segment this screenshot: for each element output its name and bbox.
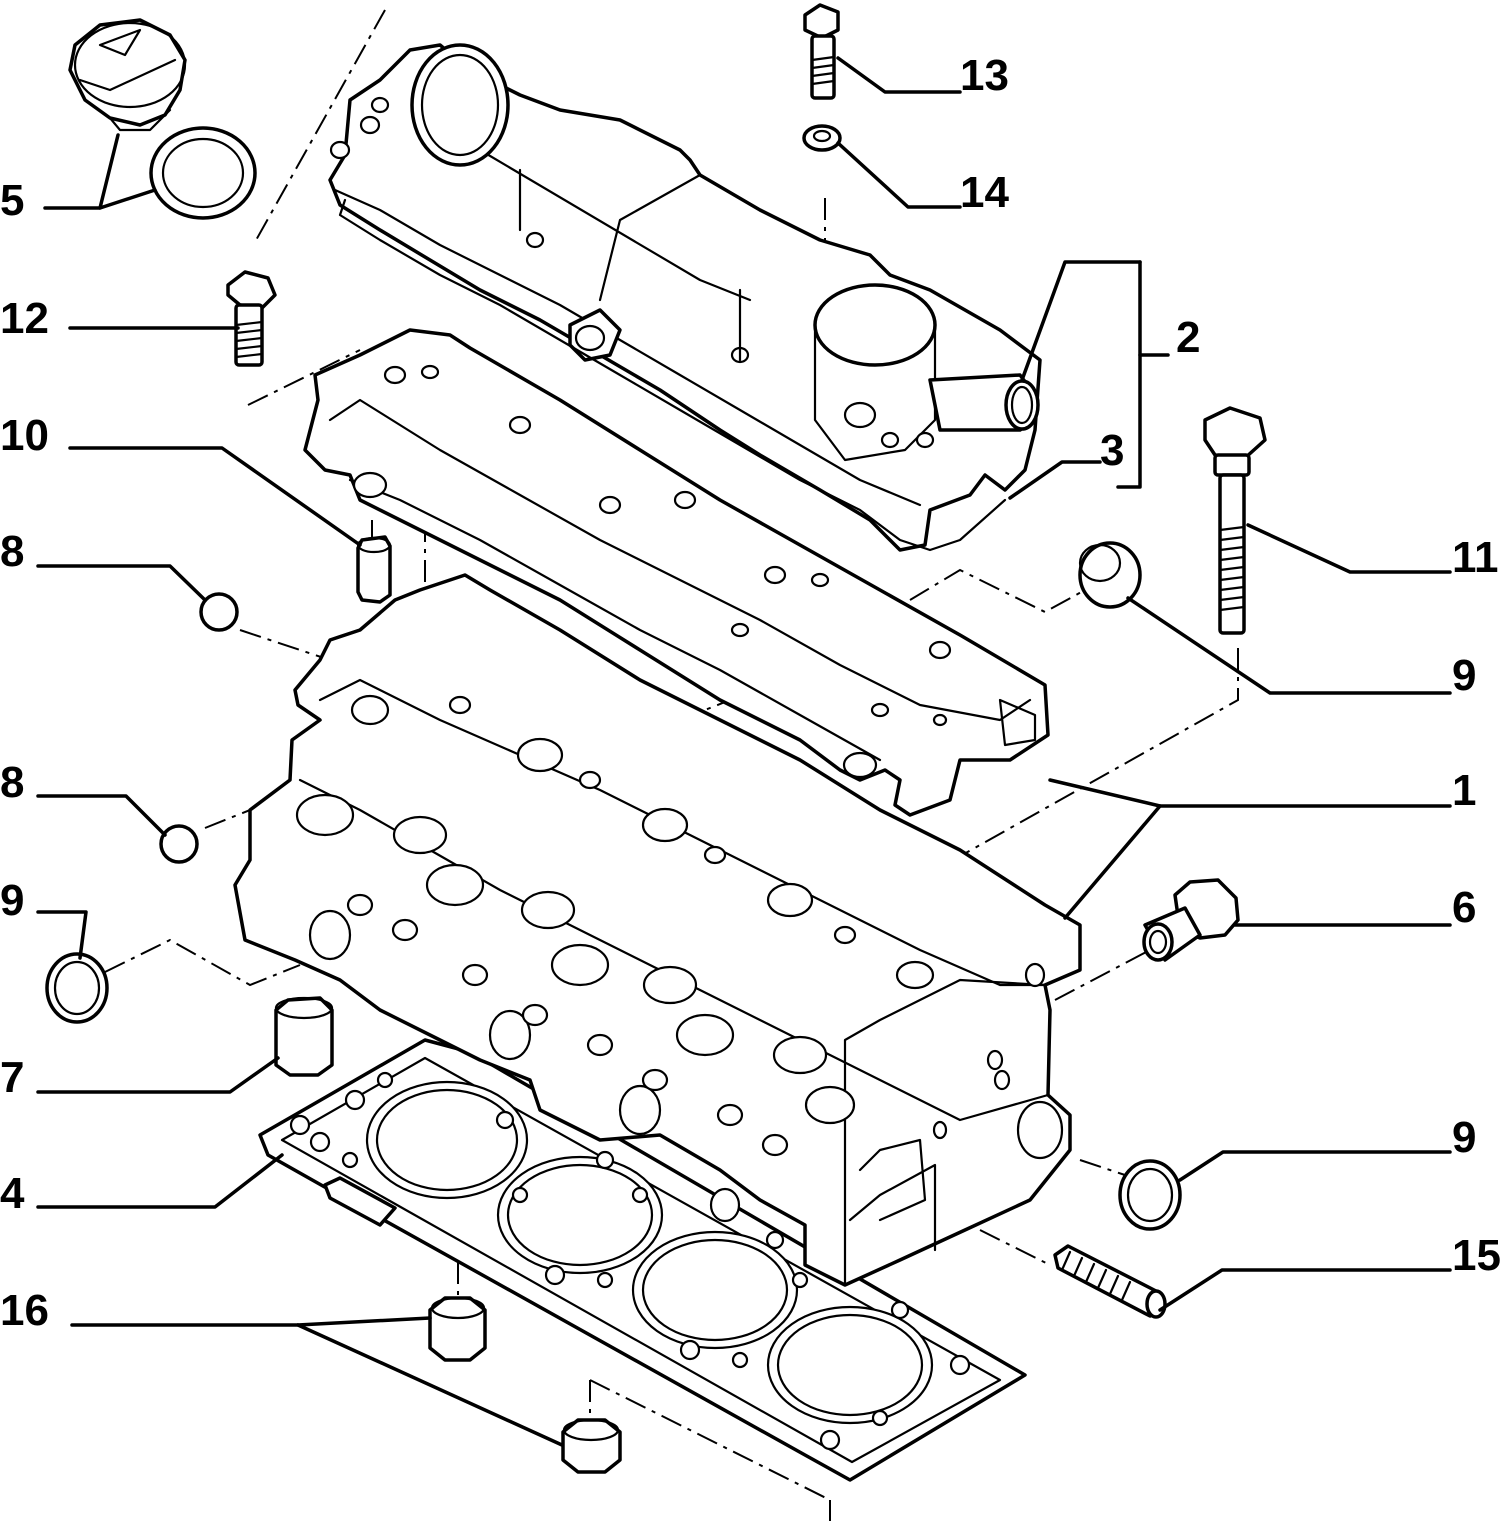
dowel-10 [356,535,392,604]
seal-9-right [1118,1159,1182,1231]
leader-lines [36,56,1452,1447]
plug-8-upper [199,592,239,632]
valve-cover [328,43,1042,552]
bolt-12 [226,270,277,367]
dowel-16-upper [428,1296,487,1362]
callout-9-bottom-right: 9 [1452,1113,1476,1162]
oil-filler-cap [68,18,187,132]
seal-9-left [45,952,109,1024]
oil-filler-seal [149,126,257,220]
callout-4: 4 [0,1169,25,1218]
washer-14 [802,124,842,152]
callout-14: 14 [960,168,1009,217]
callout-3: 3 [1100,426,1124,475]
stud-15 [1053,1244,1167,1319]
plug-8-lower [159,824,199,864]
callout-9-top-right: 9 [1452,651,1476,700]
callout-1: 1 [1452,766,1476,815]
callout-8-upper: 8 [0,527,24,576]
callout-2: 2 [1176,313,1200,362]
camshaft-carrier [303,328,1050,817]
callout-8-lower: 8 [0,758,24,807]
dowel-7 [274,996,334,1077]
callout-11: 11 [1452,533,1499,582]
cylinder-head [233,573,1082,1287]
callout-10: 10 [0,411,49,460]
valve-cover-gasket [338,198,1007,552]
dowel-16-lower [561,1418,622,1474]
bolt-11 [1203,406,1267,635]
callout-13: 13 [960,51,1009,100]
callout-12: 12 [0,294,49,343]
cylinder-head-top-bosses [350,694,935,990]
callout-5: 5 [0,176,24,225]
head-gasket [258,1038,1027,1482]
callout-numbers: 1 2 3 4 5 6 7 8 8 9 9 9 10 11 12 13 14 1… [0,51,1501,1335]
callout-9-left: 9 [0,876,24,925]
bolt-13 [803,3,840,100]
cylinder-head-ports [295,793,856,1223]
cap-9-top [1078,541,1142,609]
callout-16: 16 [0,1286,49,1335]
fitting-6 [1142,878,1240,962]
callout-7: 7 [0,1053,24,1102]
callout-6: 6 [1452,883,1476,932]
callout-15: 15 [1452,1231,1501,1280]
